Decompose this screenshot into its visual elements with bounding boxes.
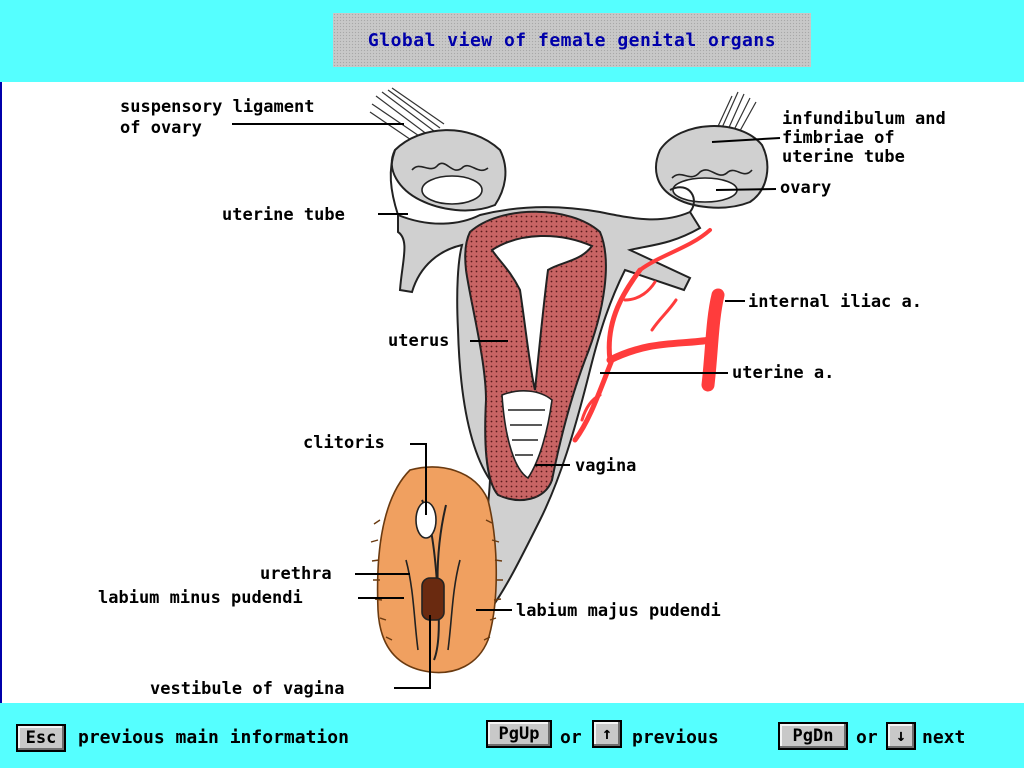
or-text-1: or — [560, 727, 582, 748]
or-text-2: or — [856, 727, 878, 748]
label-uterine-artery: uterine a. — [732, 363, 834, 383]
left-border — [0, 82, 2, 703]
esc-key-button[interactable]: Esc — [16, 724, 66, 752]
uterus-shape — [464, 210, 607, 501]
label-uterus: uterus — [388, 331, 449, 351]
label-infundibulum-line2: fimbriae of — [782, 128, 895, 148]
previous-text: previous — [632, 727, 719, 748]
label-urethra: urethra — [260, 564, 332, 584]
pgup-key-button[interactable]: PgUp — [486, 720, 552, 748]
label-labium-majus: labium majus pudendi — [516, 601, 721, 621]
label-suspensory-ligament-line1: suspensory ligament — [120, 97, 314, 117]
title-box: Global view of female genital organs — [333, 13, 811, 67]
up-arrow-button[interactable]: ↑ — [592, 720, 622, 748]
left-ovary-shape — [390, 129, 507, 212]
vulva-shape — [370, 466, 503, 674]
next-text: next — [922, 727, 966, 748]
pgdn-key-button[interactable]: PgDn — [778, 722, 848, 750]
leader-lines — [232, 123, 781, 689]
down-arrow-button[interactable]: ↓ — [886, 722, 916, 750]
label-infundibulum-line1: infundibulum and — [782, 109, 946, 129]
artery-shape — [572, 228, 725, 443]
label-labium-minus: labium minus pudendi — [98, 588, 303, 608]
label-vestibule: vestibule of vagina — [150, 679, 344, 699]
label-ovary: ovary — [780, 178, 831, 198]
label-suspensory-ligament-line2: of ovary — [120, 118, 202, 138]
label-infundibulum-line3: uterine tube — [782, 147, 905, 167]
page-title: Global view of female genital organs — [367, 29, 777, 51]
label-vagina: vagina — [575, 456, 636, 476]
label-uterine-tube: uterine tube — [222, 205, 345, 225]
right-ovary-shape — [655, 125, 769, 209]
label-clitoris: clitoris — [303, 433, 385, 453]
esc-description: previous main information — [78, 727, 349, 748]
label-internal-iliac: internal iliac a. — [748, 292, 922, 312]
anatomy-diagram: suspensory ligament of ovary infundibulu… — [98, 87, 946, 699]
